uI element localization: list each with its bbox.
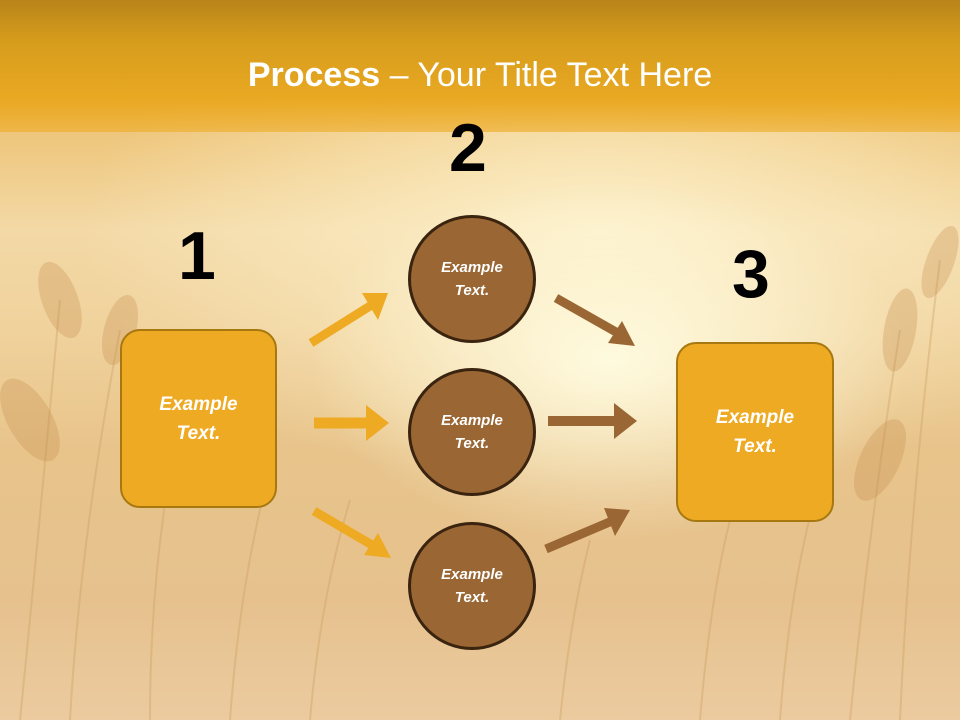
step-2-circle-middle: Example Text.	[408, 368, 536, 496]
step-number-3: 3	[732, 236, 770, 312]
step-1-text: Example Text.	[159, 393, 238, 444]
arrow-to-top-circle	[308, 293, 388, 347]
step-number-1: 1	[178, 218, 216, 294]
circle-top-text: Example Text.	[441, 259, 503, 299]
step-3-text: Example Text.	[715, 407, 795, 457]
arrow-to-bottom-circle	[311, 507, 391, 558]
arrow-to-middle-circle	[314, 405, 389, 441]
title-bold: Process	[247, 56, 381, 94]
step-3-box: Example Text.	[676, 342, 834, 522]
step-2-circle-bottom: Example Text.	[408, 522, 536, 650]
circle-bottom-text: Example Text.	[441, 566, 503, 606]
arrow-from-middle-circle	[548, 403, 637, 439]
step-2-circle-top: Example Text.	[408, 215, 536, 343]
step-number-2: 2	[449, 110, 487, 186]
arrow-from-bottom-circle	[544, 508, 630, 554]
title-bar	[0, 0, 960, 132]
slide-title: Process – Your Title Text Here	[0, 56, 960, 95]
circle-middle-text: Example Text.	[441, 412, 503, 452]
arrow-from-top-circle	[553, 294, 635, 346]
step-1-box: Example Text.	[120, 329, 277, 508]
title-rest: – Your Title Text Here	[380, 56, 713, 94]
